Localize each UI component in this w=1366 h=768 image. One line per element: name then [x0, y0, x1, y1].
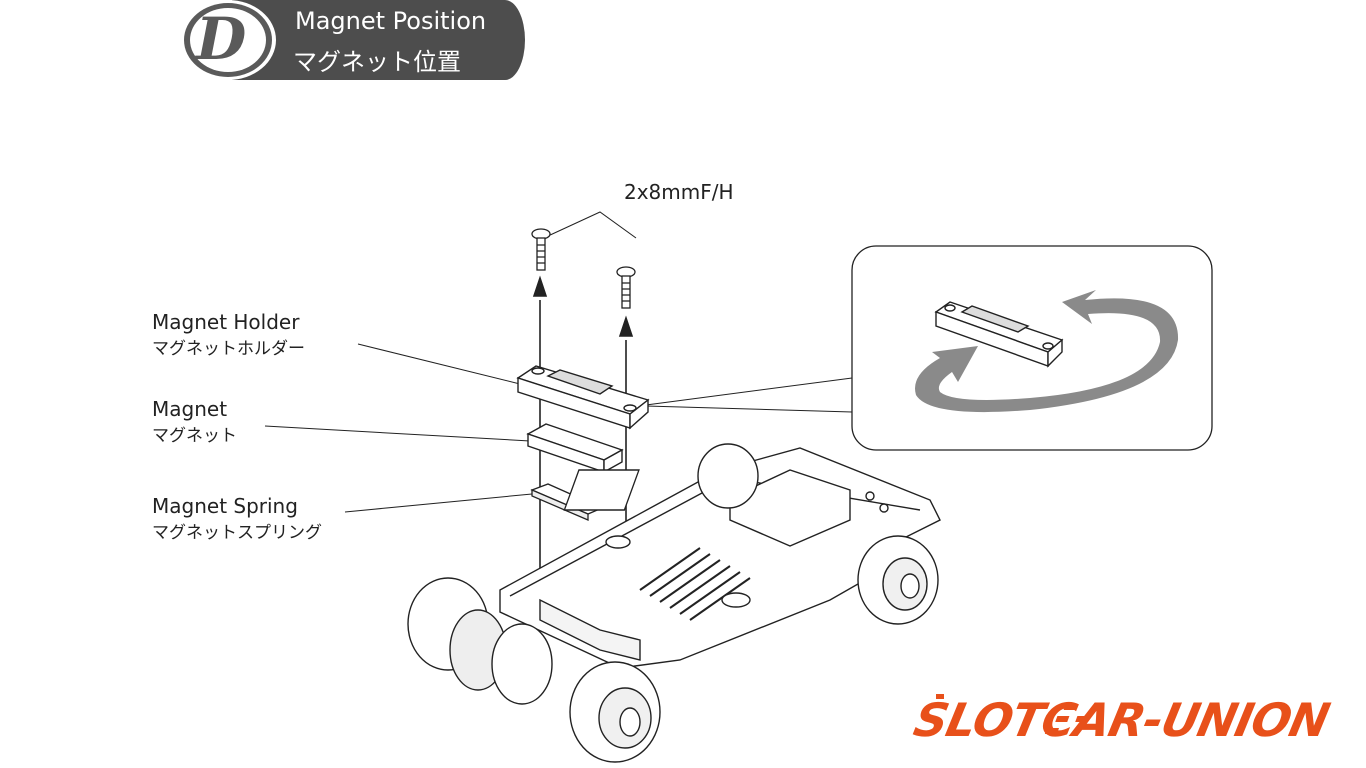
slotcar-union-logo: SLOTCAR-UNION [909, 693, 1334, 747]
magnet-holder-label-jp: マグネットホルダー [152, 339, 305, 359]
chassis [499, 447, 941, 669]
magnet-holder [516, 365, 650, 430]
step-title-jp: マグネット位置 [293, 48, 461, 76]
screw-left [531, 228, 551, 271]
step-badge [180, 0, 525, 80]
detail-inset [851, 245, 1213, 451]
screw-right [616, 266, 636, 309]
wheel-rear-left [697, 443, 759, 509]
screw-label: 2x8mmF/H [624, 180, 734, 204]
wheel-front-left [407, 577, 553, 705]
magnet-label-en: Magnet [152, 397, 228, 421]
magnet-spring-label-en: Magnet Spring [152, 494, 298, 518]
assembly-arrows [532, 275, 634, 648]
rotate-icon [915, 290, 1179, 413]
wheel-front-right [569, 661, 661, 763]
magnet [526, 423, 624, 474]
leader-lines [264, 211, 853, 513]
magnet-label-jp: マグネット [152, 426, 237, 446]
logo-accent [936, 694, 1086, 734]
magnet-spring-label-jp: マグネットスプリング [152, 523, 322, 543]
step-title-en: Magnet Position [295, 7, 487, 35]
wheel-rear-right [857, 535, 939, 625]
step-letter: D [196, 5, 247, 73]
magnet-holder-label-en: Magnet Holder [152, 310, 300, 334]
